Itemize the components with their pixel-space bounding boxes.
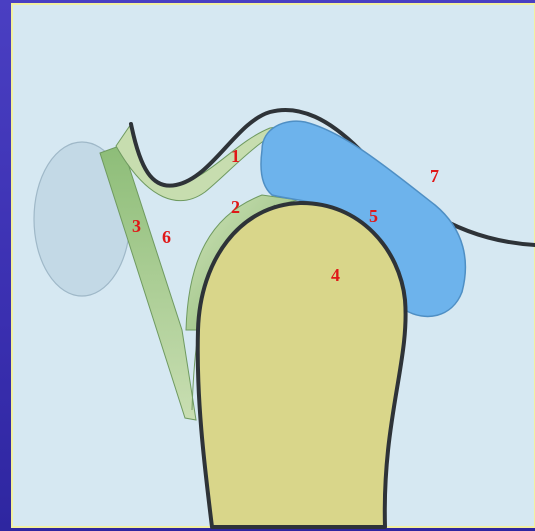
label-3: 3 [132,216,141,236]
label-1: 1 [231,146,240,166]
label-2: 2 [231,197,240,217]
label-4: 4 [331,265,340,285]
label-7: 7 [430,166,439,186]
label-6: 6 [162,227,171,247]
label-5: 5 [369,206,378,226]
bone-4 [198,203,406,527]
